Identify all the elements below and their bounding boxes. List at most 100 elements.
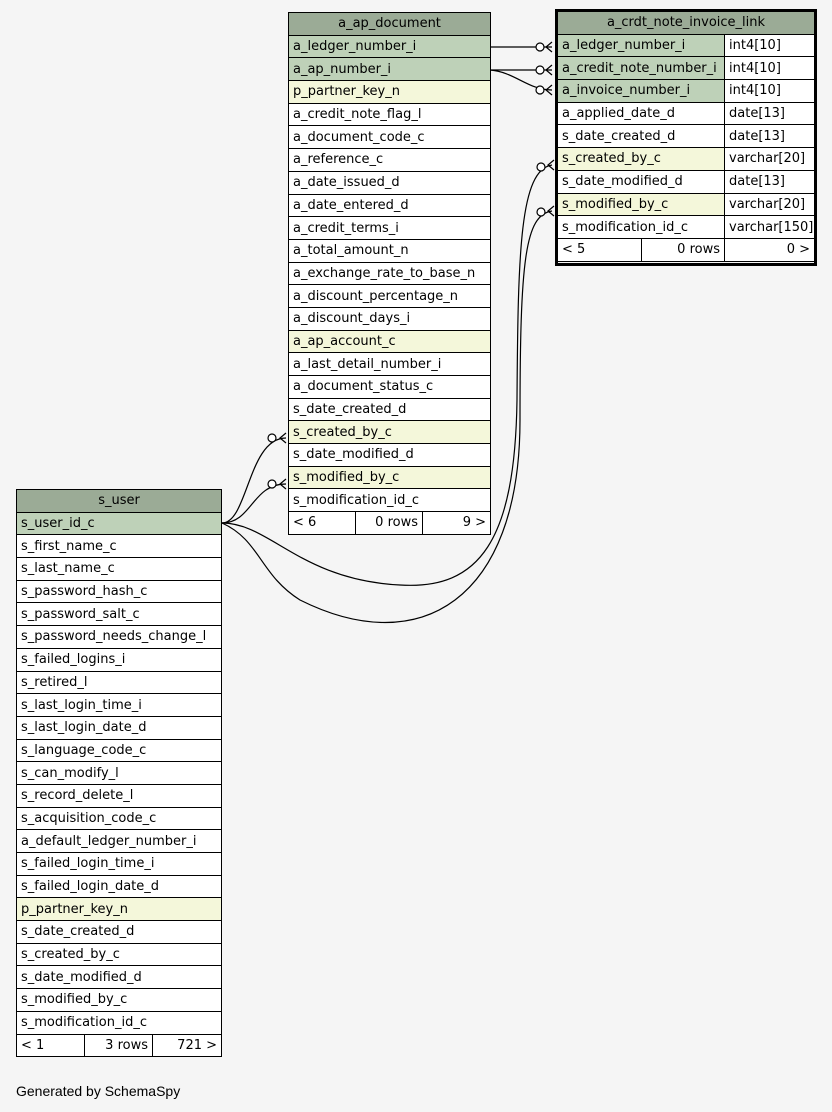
column-name: s_created_by_c [557, 147, 725, 171]
column-name: s_failed_logins_i [15, 647, 223, 672]
column-name: s_password_needs_change_l [15, 625, 223, 649]
column-row[interactable]: s_created_by_c [15, 942, 223, 967]
column-row[interactable]: s_failed_login_date_d [15, 874, 223, 899]
column-row[interactable]: s_first_name_c [15, 534, 223, 559]
column-row[interactable]: p_partner_key_n [287, 80, 492, 104]
column-row[interactable]: p_partner_key_n [15, 897, 223, 922]
column-row[interactable]: s_date_created_d [15, 920, 223, 944]
column-row[interactable]: s_password_needs_change_l [15, 625, 223, 649]
column-row[interactable]: s_created_by_c [287, 420, 492, 445]
column-row[interactable]: a_document_status_c [287, 375, 492, 399]
column-row[interactable]: s_user_id_c [15, 511, 223, 536]
column-name: a_document_code_c [287, 125, 492, 150]
column-row[interactable]: s_retired_l [15, 670, 223, 695]
column-row[interactable]: s_record_delete_l [15, 783, 223, 808]
column-row[interactable]: a_reference_c [287, 148, 492, 172]
focused-table-outline [555, 9, 817, 266]
column-row[interactable]: s_password_salt_c [15, 602, 223, 627]
crowfoot-ledger [545, 41, 553, 53]
column-row[interactable]: a_ap_account_c [287, 329, 492, 354]
column-name: a_date_entered_d [287, 193, 492, 218]
column-row[interactable]: s_failed_logins_i [15, 647, 223, 672]
column-name: s_modification_id_c [557, 215, 725, 239]
column-row[interactable]: a_discount_days_i [287, 306, 492, 331]
edge-crdt-created-by [221, 164, 553, 586]
column-row[interactable]: s_modification_id_c [287, 488, 492, 513]
column-name: a_ledger_number_i [557, 33, 725, 58]
table-title[interactable]: s_user [15, 489, 223, 513]
column-name: a_last_detail_number_i [287, 352, 492, 376]
column-row[interactable]: a_last_detail_number_i [287, 352, 492, 376]
table-row-count: 3 rows [84, 1033, 153, 1058]
column-type: int4[10] [723, 79, 816, 103]
column-name: s_modified_by_c [287, 465, 492, 490]
column-row[interactable]: s_modified_by_c [287, 465, 492, 490]
column-name: a_discount_days_i [287, 306, 492, 331]
crowfoot-crdt-modified [547, 205, 555, 217]
column-row[interactable]: s_failed_login_time_i [15, 852, 223, 876]
table-a-crdt-note-invoice-link[interactable]: a_crdt_note_invoice_link a_ledger_number… [556, 11, 816, 262]
column-row[interactable]: s_password_hash_c [15, 579, 223, 604]
column-row[interactable]: s_last_login_date_d [15, 715, 223, 740]
table-children-count[interactable]: 9 > [421, 511, 492, 535]
table-parents-count[interactable]: < 1 [16, 1033, 85, 1058]
table-children-count[interactable]: 0 > [723, 237, 816, 262]
edge-crdt-modified-optional-marker [536, 207, 546, 217]
column-row[interactable]: a_ap_number_i [287, 57, 492, 82]
crowfoot-apdoc-modified [279, 478, 287, 490]
column-name: a_ap_account_c [287, 329, 492, 354]
column-name: p_partner_key_n [15, 897, 223, 922]
column-row[interactable]: a_exchange_rate_to_base_n [287, 261, 492, 286]
column-row[interactable]: s_modification_id_c [15, 1010, 223, 1035]
table-parents-count[interactable]: < 6 [288, 511, 356, 535]
column-row[interactable]: s_date_modified_d [287, 443, 492, 467]
column-name: a_total_amount_n [287, 238, 492, 263]
column-name: s_modification_id_c [287, 488, 492, 513]
column-row[interactable]: a_date_entered_d [287, 193, 492, 218]
column-name: a_document_status_c [287, 375, 492, 399]
column-row[interactable]: s_date_modified_d [15, 965, 223, 990]
column-row[interactable]: a_date_issued_d [287, 170, 492, 195]
column-type: date[13] [723, 169, 816, 194]
column-row[interactable]: a_document_code_c [287, 125, 492, 150]
column-row[interactable]: s_last_login_time_i [15, 693, 223, 717]
column-type: int4[10] [723, 33, 816, 58]
edge-apdoc-created-optional-marker [267, 433, 277, 443]
table-title[interactable]: a_ap_document [287, 12, 492, 36]
edge-invoice-optional-marker [535, 85, 545, 95]
column-row[interactable]: a_credit_note_flag_l [287, 102, 492, 127]
column-row[interactable]: s_date_created_d [287, 397, 492, 422]
column-row[interactable]: a_discount_percentage_n [287, 284, 492, 308]
table-children-count[interactable]: 721 > [151, 1033, 223, 1058]
column-type: varchar[20] [723, 147, 816, 171]
column-type: int4[10] [723, 56, 816, 81]
table-title[interactable]: a_crdt_note_invoice_link [556, 11, 816, 35]
column-row[interactable]: s_language_code_c [15, 738, 223, 763]
column-type: varchar[150] [723, 215, 816, 239]
column-row[interactable]: a_default_ledger_number_i [15, 829, 223, 853]
column-name: s_failed_login_time_i [15, 852, 223, 876]
column-row[interactable]: s_last_name_c [15, 557, 223, 581]
column-name: s_modified_by_c [557, 192, 725, 217]
column-row[interactable]: s_modified_by_c [15, 988, 223, 1012]
column-row[interactable]: a_ledger_number_i [287, 34, 492, 59]
column-row[interactable]: s_can_modify_l [15, 761, 223, 785]
column-row[interactable]: s_acquisition_code_c [15, 806, 223, 831]
column-row[interactable]: a_total_amount_n [287, 238, 492, 263]
table-parents-count[interactable]: < 5 [557, 237, 642, 262]
column-type: varchar[20] [723, 192, 816, 217]
column-row[interactable]: a_credit_terms_i [287, 216, 492, 240]
column-name: s_failed_login_date_d [15, 874, 223, 899]
